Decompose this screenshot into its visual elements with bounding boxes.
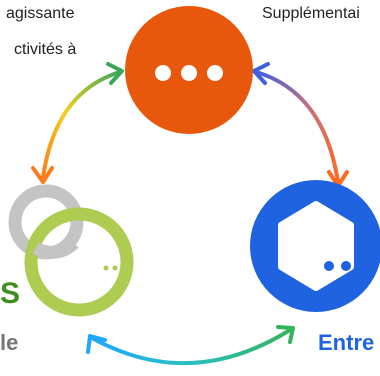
arrow-left-top: [31, 62, 124, 184]
label-bottom-left-gray: le: [0, 330, 19, 355]
label-top-right: Supplémentai: [262, 5, 360, 22]
hexagon-icon: [278, 201, 354, 291]
arrow-bottom: [86, 325, 295, 366]
top-node: [125, 6, 253, 134]
label-top-left-line2: ctivités à: [14, 41, 77, 58]
overlapping-rings-icon: [8, 184, 134, 317]
ellipsis-icon: [103, 265, 127, 271]
right-node: [250, 180, 380, 312]
left-node: [8, 184, 134, 317]
label-bottom-right-blue: Entre: [318, 330, 375, 355]
ellipsis-icon: [324, 261, 351, 271]
label-bottom-left-green: S: [0, 277, 21, 310]
ellipsis-icon: [155, 65, 223, 81]
arrow-top-right: [252, 62, 349, 188]
label-top-left-line1: agissante: [6, 5, 75, 22]
